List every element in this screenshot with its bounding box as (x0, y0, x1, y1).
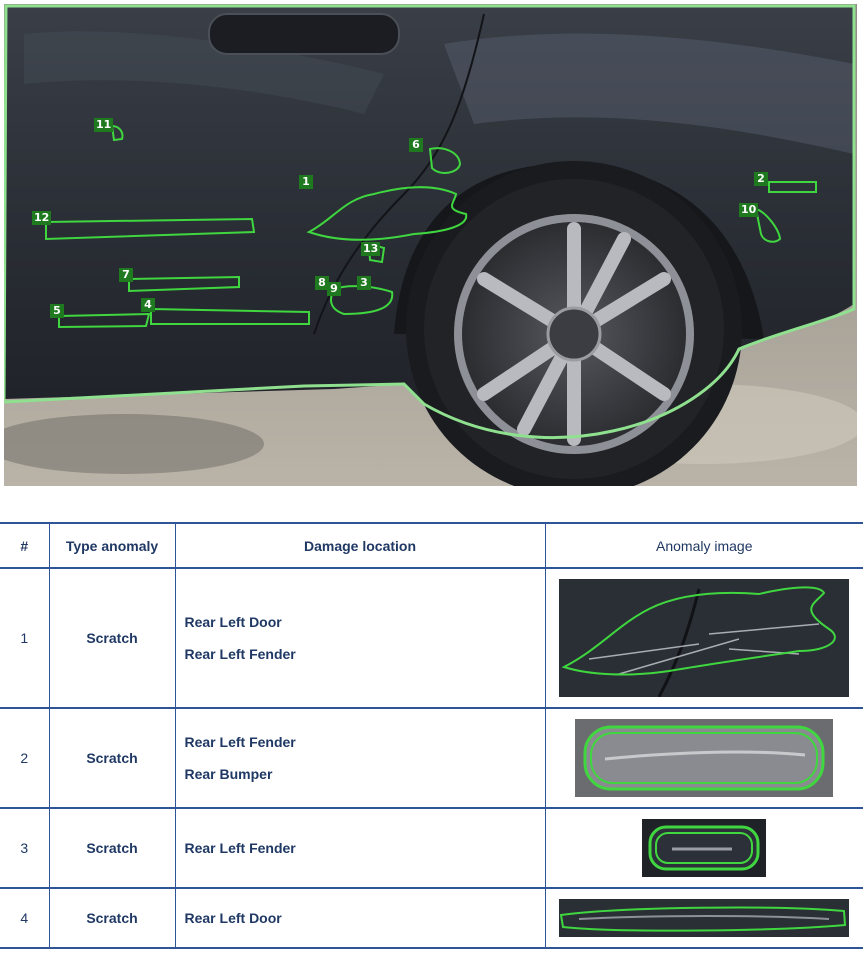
marker-4: 4 (141, 298, 155, 312)
location-line: Rear Left Fender (184, 840, 296, 856)
car-side-illustration (4, 4, 857, 486)
marker-12: 12 (32, 211, 52, 225)
anomaly-type: Scratch (48, 887, 176, 949)
marker-13: 13 (361, 242, 381, 256)
marker-11: 11 (94, 118, 114, 132)
anomaly-table: # Type anomaly Damage location Anomaly i… (0, 522, 863, 949)
table-row: 4 Scratch Rear Left Door (0, 887, 863, 949)
marker-7: 7 (119, 268, 133, 282)
column-header-number: # (0, 522, 50, 569)
table-row: 2 Scratch Rear Left Fender Rear Bumper (0, 707, 863, 809)
column-header-type: Type anomaly (48, 522, 176, 569)
row-number: 1 (0, 567, 50, 709)
anomaly-image-cell (544, 807, 863, 889)
anomaly-type: Scratch (48, 707, 176, 809)
anomaly-image (559, 579, 850, 697)
car-damage-photo: 11 1 6 2 10 12 13 7 8 9 3 4 5 (4, 4, 857, 486)
location-line: Rear Left Door (184, 910, 282, 926)
table-row: 3 Scratch Rear Left Fender (0, 807, 863, 889)
marker-5: 5 (50, 304, 64, 318)
damage-location: Rear Left Door (174, 887, 546, 949)
location-line: Rear Left Fender (184, 734, 296, 750)
location-line: Rear Left Fender (184, 646, 296, 662)
location-line: Rear Bumper (184, 766, 273, 782)
anomaly-image (575, 719, 834, 797)
marker-1: 1 (299, 175, 313, 189)
column-header-image: Anomaly image (544, 522, 863, 569)
row-number: 2 (0, 707, 50, 809)
row-number: 4 (0, 887, 50, 949)
table-header-row: # Type anomaly Damage location Anomaly i… (0, 522, 863, 569)
damage-location: Rear Left Fender Rear Bumper (174, 707, 546, 809)
damage-location: Rear Left Door Rear Left Fender (174, 567, 546, 709)
row-number: 3 (0, 807, 50, 889)
marker-6: 6 (409, 138, 423, 152)
anomaly-image-cell (544, 887, 863, 949)
anomaly-type: Scratch (48, 567, 176, 709)
marker-9: 9 (327, 282, 341, 296)
marker-3: 3 (357, 276, 371, 290)
anomaly-image (642, 819, 767, 877)
anomaly-type: Scratch (48, 807, 176, 889)
marker-8: 8 (315, 276, 329, 290)
location-line: Rear Left Door (184, 614, 282, 630)
damage-location: Rear Left Fender (174, 807, 546, 889)
anomaly-image-cell (544, 567, 863, 709)
anomaly-image (559, 899, 850, 937)
table-row: 1 Scratch Rear Left Door Rear Left Fende… (0, 567, 863, 709)
column-header-location: Damage location (174, 522, 546, 569)
marker-2: 2 (754, 172, 768, 186)
anomaly-image-cell (544, 707, 863, 809)
marker-10: 10 (739, 203, 759, 217)
